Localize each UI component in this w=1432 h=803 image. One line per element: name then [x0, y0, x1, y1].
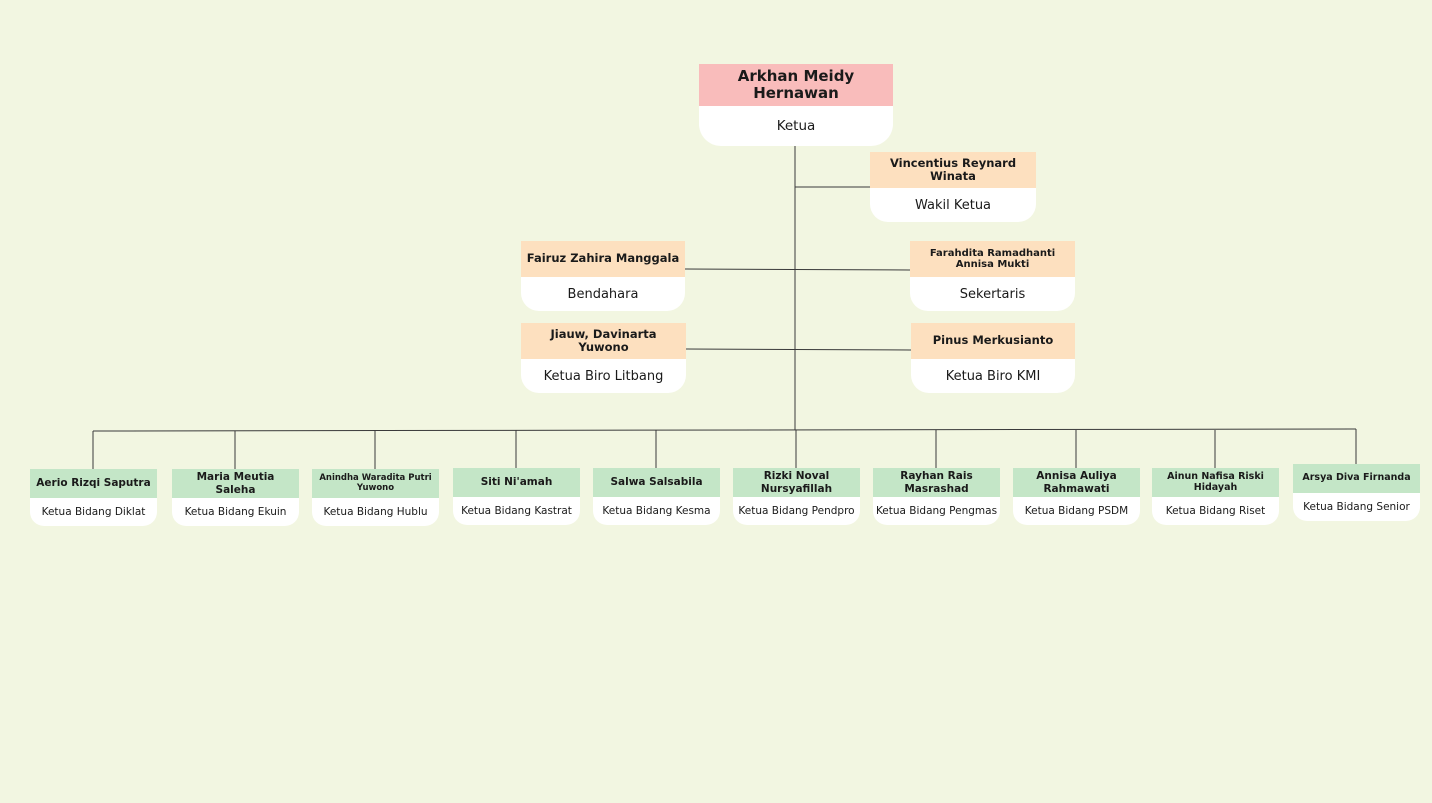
node-bidang-pengmas: Rayhan Rais Masrashad Ketua Bidang Pengm… [873, 468, 1000, 525]
node-name: Rizki Noval Nursyafillah [733, 468, 860, 497]
node-role: Ketua Bidang Kastrat [453, 497, 580, 525]
node-name: Rayhan Rais Masrashad [873, 468, 1000, 497]
node-role: Ketua Biro KMI [911, 359, 1075, 393]
node-role: Ketua Bidang Pendpro [733, 497, 860, 525]
node-role: Ketua Bidang Riset [1152, 497, 1279, 525]
node-role: Bendahara [521, 277, 685, 311]
node-name: Arsya Diva Firnanda [1293, 464, 1420, 493]
node-ketua: Arkhan Meidy Hernawan Ketua [699, 64, 893, 146]
node-role: Ketua Bidang Kesma [593, 497, 720, 525]
node-name: Pinus Merkusianto [911, 323, 1075, 359]
node-bidang-kastrat: Siti Ni'amah Ketua Bidang Kastrat [453, 468, 580, 525]
connector-bendahara-sekertaris [684, 268, 911, 271]
node-name: Ainun Nafisa Riski Hidayah [1152, 468, 1279, 497]
node-name: Aerio Rizqi Saputra [30, 469, 157, 498]
node-biro-litbang: Jiauw, Davinarta Yuwono Ketua Biro Litba… [521, 323, 686, 393]
connector-bidang-bus [92, 428, 1357, 432]
node-name: Fairuz Zahira Manggala [521, 241, 685, 277]
node-role: Ketua Bidang Senior [1293, 493, 1420, 521]
node-bidang-riset: Ainun Nafisa Riski Hidayah Ketua Bidang … [1152, 468, 1279, 525]
node-role: Ketua Biro Litbang [521, 359, 686, 393]
node-name: Farahdita Ramadhanti Annisa Mukti [910, 241, 1075, 277]
node-name: Arkhan Meidy Hernawan [699, 64, 893, 106]
node-bidang-psdm: Annisa Auliya Rahmawati Ketua Bidang PSD… [1013, 468, 1140, 525]
node-wakil-ketua: Vincentius Reynard Winata Wakil Ketua [870, 152, 1036, 222]
node-role: Ketua [699, 106, 893, 146]
node-bidang-pendpro: Rizki Noval Nursyafillah Ketua Bidang Pe… [733, 468, 860, 525]
connector-litbang-kmi [685, 348, 912, 351]
node-bendahara: Fairuz Zahira Manggala Bendahara [521, 241, 685, 311]
node-role: Wakil Ketua [870, 188, 1036, 222]
node-role: Ketua Bidang Pengmas [873, 497, 1000, 525]
node-bidang-hublu: Anindha Waradita Putri Yuwono Ketua Bida… [312, 469, 439, 526]
node-bidang-diklat: Aerio Rizqi Saputra Ketua Bidang Diklat [30, 469, 157, 526]
node-name: Jiauw, Davinarta Yuwono [521, 323, 686, 359]
node-role: Sekertaris [910, 277, 1075, 311]
node-name: Siti Ni'amah [453, 468, 580, 497]
node-bidang-senior: Arsya Diva Firnanda Ketua Bidang Senior [1293, 464, 1420, 521]
node-name: Maria Meutia Saleha [172, 469, 299, 498]
node-name: Anindha Waradita Putri Yuwono [312, 469, 439, 498]
node-name: Salwa Salsabila [593, 468, 720, 497]
node-name: Annisa Auliya Rahmawati [1013, 468, 1140, 497]
node-role: Ketua Bidang Ekuin [172, 498, 299, 526]
node-bidang-ekuin: Maria Meutia Saleha Ketua Bidang Ekuin [172, 469, 299, 526]
node-role: Ketua Bidang PSDM [1013, 497, 1140, 525]
node-role: Ketua Bidang Hublu [312, 498, 439, 526]
node-role: Ketua Bidang Diklat [30, 498, 157, 526]
node-name: Vincentius Reynard Winata [870, 152, 1036, 188]
node-bidang-kesma: Salwa Salsabila Ketua Bidang Kesma [593, 468, 720, 525]
node-sekertaris: Farahdita Ramadhanti Annisa Mukti Sekert… [910, 241, 1075, 311]
node-biro-kmi: Pinus Merkusianto Ketua Biro KMI [911, 323, 1075, 393]
